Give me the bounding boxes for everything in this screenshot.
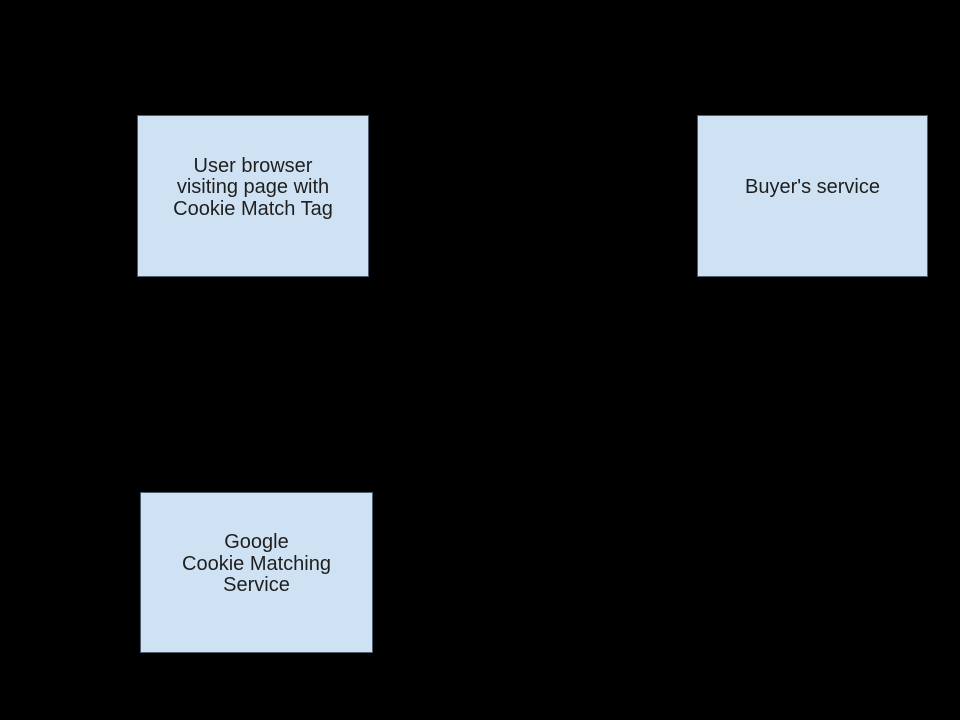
node-line: Google xyxy=(224,531,289,554)
node-buyers-service-label: Buyer's service xyxy=(745,177,880,199)
node-line: User browser xyxy=(193,154,313,177)
node-google-cookie-matching-service: Google Cookie Matching Service xyxy=(140,492,373,653)
node-line: Buyer's service xyxy=(745,176,880,199)
node-user-browser-label: User browser visiting page with Cookie M… xyxy=(173,154,333,221)
node-line: Cookie Match Tag xyxy=(173,197,333,220)
node-line: visiting page with xyxy=(176,176,330,199)
node-google-cookie-matching-service-label: Google Cookie Matching Service xyxy=(182,532,331,597)
node-buyers-service: Buyer's service xyxy=(697,115,928,277)
node-line: Service xyxy=(223,574,290,597)
node-user-browser: User browser visiting page with Cookie M… xyxy=(137,115,369,277)
node-line: Cookie Matching xyxy=(182,552,331,575)
